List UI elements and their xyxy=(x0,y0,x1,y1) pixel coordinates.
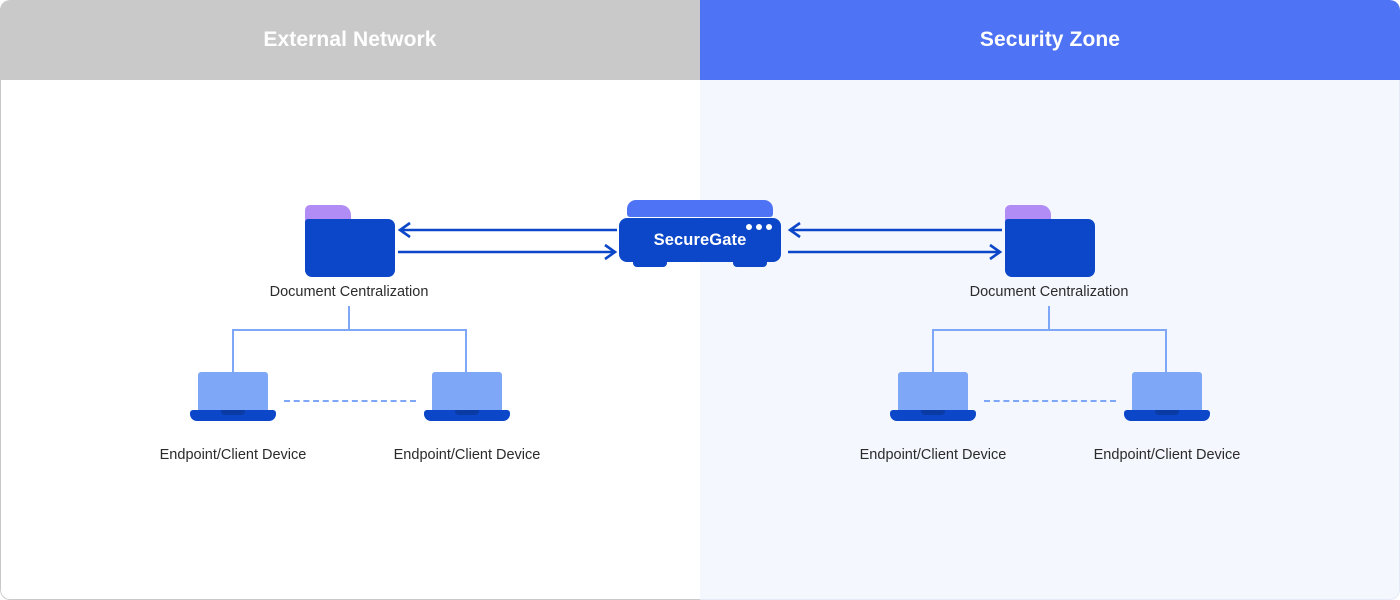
endpoint-label-security-1: Endpoint/Client Device xyxy=(859,447,1007,463)
tree-stem-security xyxy=(1048,306,1050,330)
laptop-screen-shape xyxy=(1132,372,1202,412)
link-arrows-external xyxy=(397,221,618,261)
gateway-status-leds-icon xyxy=(746,224,772,230)
tree-branch-security-2 xyxy=(1165,329,1167,376)
arrow-right-head-icon xyxy=(604,243,618,261)
laptop-notch-shape xyxy=(1155,410,1179,415)
zone-title-external-network: External Network xyxy=(263,28,437,51)
gateway-body-shape: SecureGate xyxy=(619,218,781,262)
zone-panel-external-network xyxy=(0,0,700,600)
link-arrows-security xyxy=(787,221,1003,261)
folder-icon-external[interactable] xyxy=(305,205,395,277)
gateway-foot-left xyxy=(633,261,667,267)
folder-body-shape xyxy=(305,219,395,277)
laptop-base-shape xyxy=(1124,410,1210,421)
laptop-base-shape xyxy=(190,410,276,421)
laptop-notch-shape xyxy=(921,410,945,415)
tree-bar-external xyxy=(232,329,466,331)
arrow-left-head-icon xyxy=(397,221,411,239)
laptop-screen-shape xyxy=(198,372,268,412)
tree-branch-external-2 xyxy=(465,329,467,376)
laptop-icon-security-1[interactable] xyxy=(890,372,976,424)
arrow-left-head-icon xyxy=(787,221,801,239)
gateway-label: SecureGate xyxy=(653,230,747,249)
zone-header-security-zone: Security Zone xyxy=(700,0,1400,80)
tree-branch-security-1 xyxy=(932,329,934,376)
laptop-icon-security-2[interactable] xyxy=(1124,372,1210,424)
led-indicator xyxy=(756,224,762,230)
folder-label-security: Document Centralization xyxy=(969,284,1129,300)
folder-label-external: Document Centralization xyxy=(269,284,429,300)
gateway-lid-shape xyxy=(627,200,773,217)
laptop-notch-shape xyxy=(455,410,479,415)
arrow-right-head-icon xyxy=(989,243,1003,261)
tree-bar-security xyxy=(932,329,1166,331)
folder-body-shape xyxy=(1005,219,1095,277)
tree-stem-external xyxy=(348,306,350,330)
endpoint-label-external-2: Endpoint/Client Device xyxy=(393,447,541,463)
zone-header-external-network: External Network xyxy=(0,0,700,80)
laptop-screen-shape xyxy=(432,372,502,412)
laptop-notch-shape xyxy=(221,410,245,415)
zone-panel-security-zone xyxy=(700,0,1400,600)
zone-title-security-zone: Security Zone xyxy=(979,28,1121,51)
folder-icon-security[interactable] xyxy=(1005,205,1095,277)
led-indicator xyxy=(746,224,752,230)
laptop-screen-shape xyxy=(898,372,968,412)
peer-link-dashed-security xyxy=(984,400,1116,402)
endpoint-label-security-2: Endpoint/Client Device xyxy=(1093,447,1241,463)
secure-gateway-node[interactable]: SecureGate xyxy=(619,200,781,270)
tree-branch-external-1 xyxy=(232,329,234,376)
led-indicator xyxy=(766,224,772,230)
laptop-icon-external-1[interactable] xyxy=(190,372,276,424)
gateway-foot-right xyxy=(733,261,767,267)
laptop-icon-external-2[interactable] xyxy=(424,372,510,424)
endpoint-label-external-1: Endpoint/Client Device xyxy=(159,447,307,463)
laptop-base-shape xyxy=(890,410,976,421)
peer-link-dashed-external xyxy=(284,400,416,402)
laptop-base-shape xyxy=(424,410,510,421)
